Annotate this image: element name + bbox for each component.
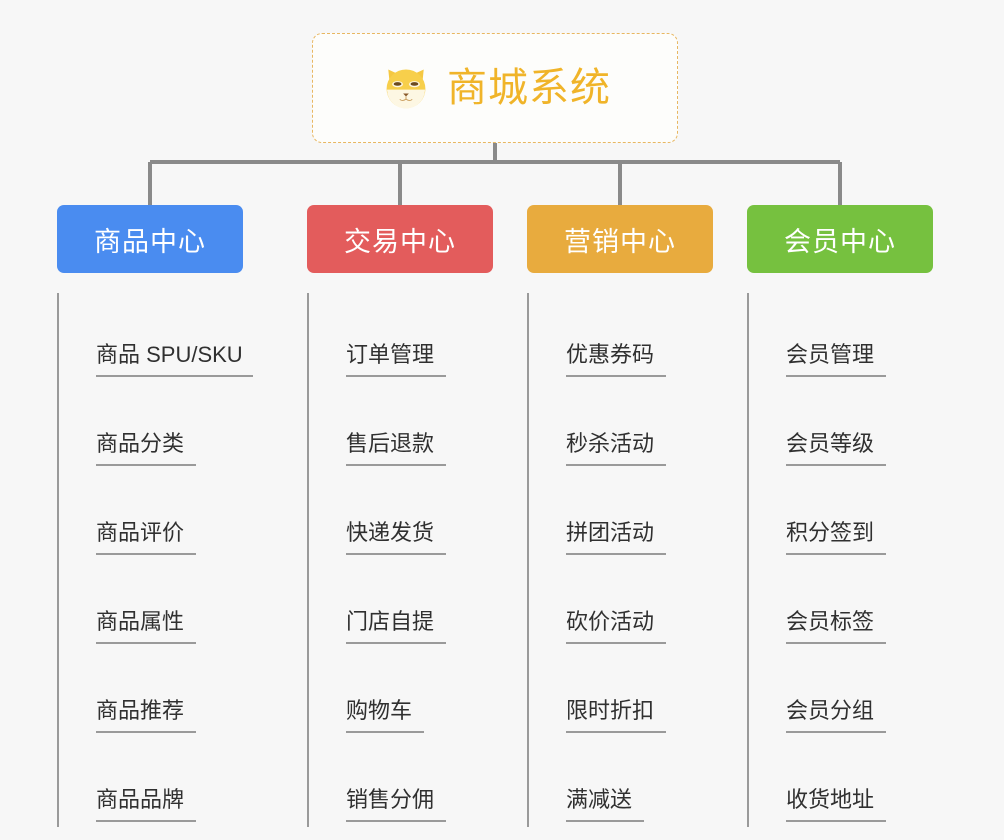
child-item[interactable]: 商品推荐 bbox=[74, 649, 243, 738]
child-label: 会员管理 bbox=[786, 337, 887, 377]
child-item[interactable]: 售后退款 bbox=[324, 382, 493, 471]
category-header-trade-center[interactable]: 交易中心 bbox=[307, 205, 493, 273]
child-label: 会员等级 bbox=[786, 426, 887, 466]
child-item[interactable]: 限时折扣 bbox=[544, 649, 713, 738]
branch-marketing-center: 营销中心 优惠券码 秒杀活动 拼团活动 砍价活动 限时折扣 满减送 bbox=[527, 205, 713, 827]
child-label: 砍价活动 bbox=[566, 604, 667, 644]
child-item[interactable]: 秒杀活动 bbox=[544, 382, 713, 471]
child-item[interactable]: 会员标签 bbox=[764, 560, 933, 649]
child-label: 商品品牌 bbox=[96, 782, 197, 822]
child-item[interactable]: 商品评价 bbox=[74, 471, 243, 560]
child-label: 会员分组 bbox=[786, 693, 887, 733]
child-label: 商品 SPU/SKU bbox=[96, 337, 253, 377]
child-item[interactable]: 商品分类 bbox=[74, 382, 243, 471]
child-list-trade-center: 订单管理 售后退款 快递发货 门店自提 购物车 销售分佣 bbox=[307, 293, 493, 827]
child-item[interactable]: 商品 SPU/SKU bbox=[74, 293, 253, 382]
child-label: 订单管理 bbox=[346, 337, 447, 377]
child-label: 商品属性 bbox=[96, 604, 197, 644]
child-label: 收货地址 bbox=[786, 782, 887, 822]
category-label: 交易中心 bbox=[344, 226, 456, 257]
child-label: 售后退款 bbox=[346, 426, 447, 466]
category-label: 会员中心 bbox=[784, 226, 896, 257]
child-label: 门店自提 bbox=[346, 604, 447, 644]
child-label: 秒杀活动 bbox=[566, 426, 667, 466]
child-item[interactable]: 会员分组 bbox=[764, 649, 933, 738]
child-item[interactable]: 收货地址 bbox=[764, 738, 933, 827]
child-list-product-center: 商品 SPU/SKU 商品分类 商品评价 商品属性 商品推荐 商品品牌 bbox=[57, 293, 253, 827]
child-list-marketing-center: 优惠券码 秒杀活动 拼团活动 砍价活动 限时折扣 满减送 bbox=[527, 293, 713, 827]
child-item[interactable]: 满减送 bbox=[544, 738, 713, 827]
category-label: 商品中心 bbox=[94, 226, 206, 257]
child-label: 满减送 bbox=[566, 782, 645, 822]
category-header-member-center[interactable]: 会员中心 bbox=[747, 205, 933, 273]
child-item[interactable]: 拼团活动 bbox=[544, 471, 713, 560]
root-node[interactable]: 商城系统 bbox=[312, 33, 678, 143]
child-label: 购物车 bbox=[346, 693, 425, 733]
child-label: 商品分类 bbox=[96, 426, 197, 466]
child-item[interactable]: 门店自提 bbox=[324, 560, 493, 649]
child-label: 优惠券码 bbox=[566, 337, 667, 377]
root-title: 商城系统 bbox=[447, 66, 611, 110]
child-label: 积分签到 bbox=[786, 515, 887, 555]
category-header-marketing-center[interactable]: 营销中心 bbox=[527, 205, 713, 273]
child-item[interactable]: 购物车 bbox=[324, 649, 493, 738]
child-item[interactable]: 会员等级 bbox=[764, 382, 933, 471]
child-item[interactable]: 商品品牌 bbox=[74, 738, 243, 827]
child-item[interactable]: 订单管理 bbox=[324, 293, 493, 382]
child-label: 商品推荐 bbox=[96, 693, 197, 733]
shiba-dog-face-icon bbox=[386, 69, 426, 109]
child-item[interactable]: 积分签到 bbox=[764, 471, 933, 560]
child-label: 会员标签 bbox=[786, 604, 887, 644]
child-label: 拼团活动 bbox=[566, 515, 667, 555]
category-label: 营销中心 bbox=[564, 226, 676, 257]
child-item[interactable]: 商品属性 bbox=[74, 560, 243, 649]
child-label: 快递发货 bbox=[346, 515, 447, 555]
child-item[interactable]: 销售分佣 bbox=[324, 738, 493, 827]
branch-trade-center: 交易中心 订单管理 售后退款 快递发货 门店自提 购物车 销售分佣 bbox=[307, 205, 493, 827]
child-label: 商品评价 bbox=[96, 515, 197, 555]
child-label: 限时折扣 bbox=[566, 693, 667, 733]
child-item[interactable]: 快递发货 bbox=[324, 471, 493, 560]
branch-member-center: 会员中心 会员管理 会员等级 积分签到 会员标签 会员分组 收货地址 bbox=[747, 205, 933, 827]
child-list-member-center: 会员管理 会员等级 积分签到 会员标签 会员分组 收货地址 bbox=[747, 293, 933, 827]
category-header-product-center[interactable]: 商品中心 bbox=[57, 205, 243, 273]
child-item[interactable]: 优惠券码 bbox=[544, 293, 713, 382]
child-item[interactable]: 会员管理 bbox=[764, 293, 933, 382]
child-item[interactable]: 砍价活动 bbox=[544, 560, 713, 649]
branch-product-center: 商品中心 商品 SPU/SKU 商品分类 商品评价 商品属性 商品推荐 商品品牌 bbox=[57, 205, 253, 827]
child-label: 销售分佣 bbox=[346, 782, 447, 822]
